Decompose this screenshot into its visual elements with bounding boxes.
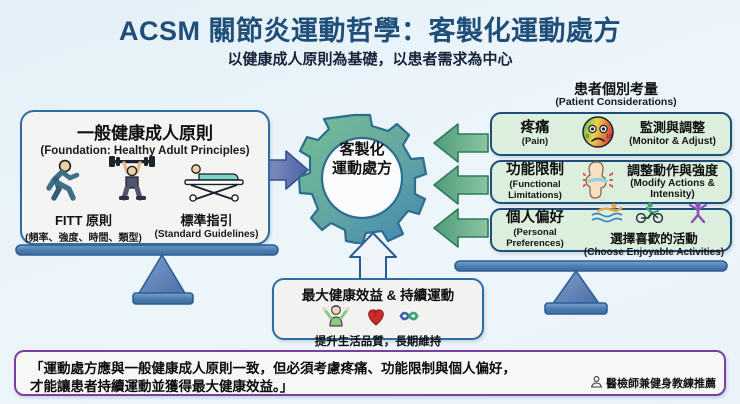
consideration-title: 個人偏好 (506, 210, 564, 227)
consideration-title-en: (Functional Limitations) (508, 178, 562, 201)
gear-icon[interactable] (296, 112, 428, 244)
consideration-label: 個人偏好 (Personal Preferences) (492, 210, 578, 249)
considerations-heading: 患者個別考量 (574, 81, 658, 97)
page-subtitle: 以健康成人原則為基礎，以患者需求為中心 (227, 51, 513, 68)
quote-line-2: 才能讓患者持續運動並獲得最大健康效益。」 (30, 379, 294, 394)
heart-icon (368, 309, 384, 326)
considerations-heading-en: (Patient Considerations) (555, 96, 677, 108)
balance-scale-icon (454, 260, 728, 315)
weightlifter-icon (105, 156, 159, 207)
svg-text:0: 0 (586, 134, 589, 140)
consideration-action: 監測與調整 (Monitor & Adjust) (618, 120, 730, 147)
consideration-label: 功能限制 (Functional Limitations) (492, 162, 578, 201)
infinity-icon (399, 311, 419, 321)
swimmer-icon (591, 203, 623, 223)
running-person-icon (40, 158, 84, 207)
foundation-item-guidelines: 標準指引 (Standard Guidelines) (145, 210, 268, 244)
consideration-label: 疼痛 (Pain) (492, 119, 578, 148)
balance-scale-icon (15, 244, 279, 305)
quote-panel[interactable]: 「運動處方應與一般健康成人原則一致，但必須考慮疼痛、功能限制與個人偏好， 才能讓… (14, 350, 726, 396)
foundation-item-detail: (Standard Guidelines) (154, 229, 259, 240)
consideration-action-en: (Modify Actions & Intensity) (630, 178, 715, 201)
outcome-subtitle: 提升生活品質，長期維持 (314, 336, 442, 348)
foundation-item-detail: (頻率、強度、時間、類型) (25, 233, 142, 244)
foundation-subtitle: (Foundation: Healthy Adult Principles) (40, 145, 250, 157)
foundation-panel[interactable]: 一般健康成人原則 (Foundation: Healthy Adult Prin… (20, 110, 270, 245)
foundation-item-fitt: FITT 原則 (頻率、強度、時間、類型) (22, 210, 145, 244)
foundation-label-row: FITT 原則 (頻率、強度、時間、類型) 標準指引 (Standard Gui… (22, 210, 268, 244)
svg-text:10: 10 (606, 134, 612, 140)
preference-activity-block: 選擇喜歡的活動 (Choose Enjoyable Activities) (578, 202, 730, 258)
consideration-action-zh: 調整動作與強度 (626, 162, 718, 178)
consideration-row-personal-preferences[interactable]: 個人偏好 (Personal Preferences) (490, 202, 732, 258)
exercising-person-icon (688, 202, 708, 224)
consideration-action: 調整動作與強度 (Modify Actions & Intensity) (618, 162, 730, 201)
consideration-row-functional-limitations[interactable]: 功能限制 (Functional Limitations) 調整動作與強度 (M… (490, 160, 732, 204)
outcome-panel[interactable]: 最大健康效益 & 持續運動 提升生活品質，長期維持 (272, 278, 484, 348)
swim-bike-exercise-icons (578, 202, 730, 228)
consideration-action-en: (Monitor & Adjust) (629, 135, 716, 147)
happy-elder-icon (322, 305, 350, 327)
consideration-title: 疼痛 (520, 119, 550, 136)
foundation-item-title: 標準指引 (180, 213, 233, 228)
consideration-action-zh: 選擇喜歡的活動 (610, 232, 698, 246)
person-badge-icon (590, 375, 603, 391)
consideration-action-en: (Choose Enjoyable Activities) (583, 247, 725, 258)
outcome-title: 最大健康效益 & 持續運動 (301, 288, 455, 303)
left-arrow-icon (433, 123, 489, 248)
quote-attribution: 醫檢師兼健身教練推薦 (590, 375, 716, 391)
foundation-title: 一般健康成人原則 (77, 124, 213, 143)
quote-attribution-text: 醫檢師兼健身教練推薦 (606, 378, 716, 390)
foundation-icon-row (22, 156, 268, 207)
consideration-row-pain[interactable]: 疼痛 (Pain) 0 10 監測與調整 (Monitor & Adjust) (490, 112, 732, 156)
consideration-title-en: (Pain) (521, 136, 549, 148)
cyclist-icon (635, 202, 664, 224)
consideration-title-en: (Personal Preferences) (506, 226, 564, 249)
quote-line-1: 「運動處方應與一般健康成人原則一致，但必須考慮疼痛、功能限制與個人偏好， (30, 361, 516, 376)
pain-scale-face-icon: 0 10 (578, 115, 618, 154)
painful-knee-joint-icon (578, 160, 618, 204)
consideration-title: 功能限制 (506, 162, 564, 179)
page-title: ACSM 關節炎運動哲學：客製化運動處方 (119, 16, 621, 46)
foundation-item-title: FITT 原則 (54, 213, 113, 228)
outcome-icon-row (274, 304, 482, 332)
exam-table-icon (180, 158, 250, 207)
consideration-action-zh: 監測與調整 (639, 120, 705, 136)
